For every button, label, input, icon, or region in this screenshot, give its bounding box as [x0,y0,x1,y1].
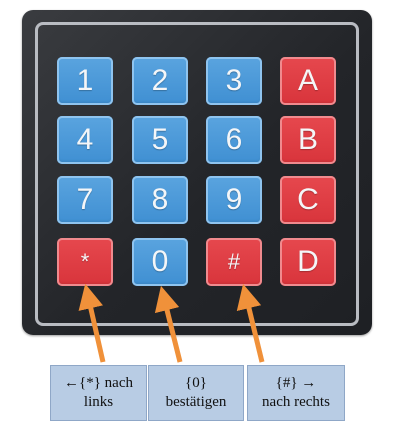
callout-star-left: ←{*} nach links [50,365,147,421]
callout-zero-confirm: {0} bestätigen [148,365,244,421]
callout-hash-line1: {#} → [275,375,317,391]
key-star[interactable]: * [57,238,113,286]
arrow-to-hash-key [236,283,265,363]
callout-zero-line1: {0} [185,375,207,391]
key-2[interactable]: 2 [132,57,188,105]
key-0[interactable]: 0 [132,238,188,286]
key-hash[interactable]: # [206,238,262,286]
key-a[interactable]: A [280,57,336,105]
key-1[interactable]: 1 [57,57,113,105]
callout-hash-right: {#} → nach rechts [247,365,345,421]
callout-hash-line2: nach rechts [262,394,330,410]
key-3[interactable]: 3 [206,57,262,105]
key-b[interactable]: B [280,116,336,164]
key-c[interactable]: C [280,176,336,224]
callout-star-line1: ←{*} nach [64,375,133,391]
key-6[interactable]: 6 [206,116,262,164]
keypad-frame [35,22,359,326]
key-8[interactable]: 8 [132,176,188,224]
callout-zero-line2: bestätigen [165,394,227,410]
arrow-to-zero-key [154,285,183,363]
key-d[interactable]: D [280,238,336,286]
key-4[interactable]: 4 [57,116,113,164]
callout-star-line2: links [83,394,114,410]
key-7[interactable]: 7 [57,176,113,224]
keypad: 1 2 3 A 4 5 6 B 7 8 9 C * 0 # D [22,10,372,335]
key-5[interactable]: 5 [132,116,188,164]
arrow-to-star-key [78,283,106,363]
key-9[interactable]: 9 [206,176,262,224]
